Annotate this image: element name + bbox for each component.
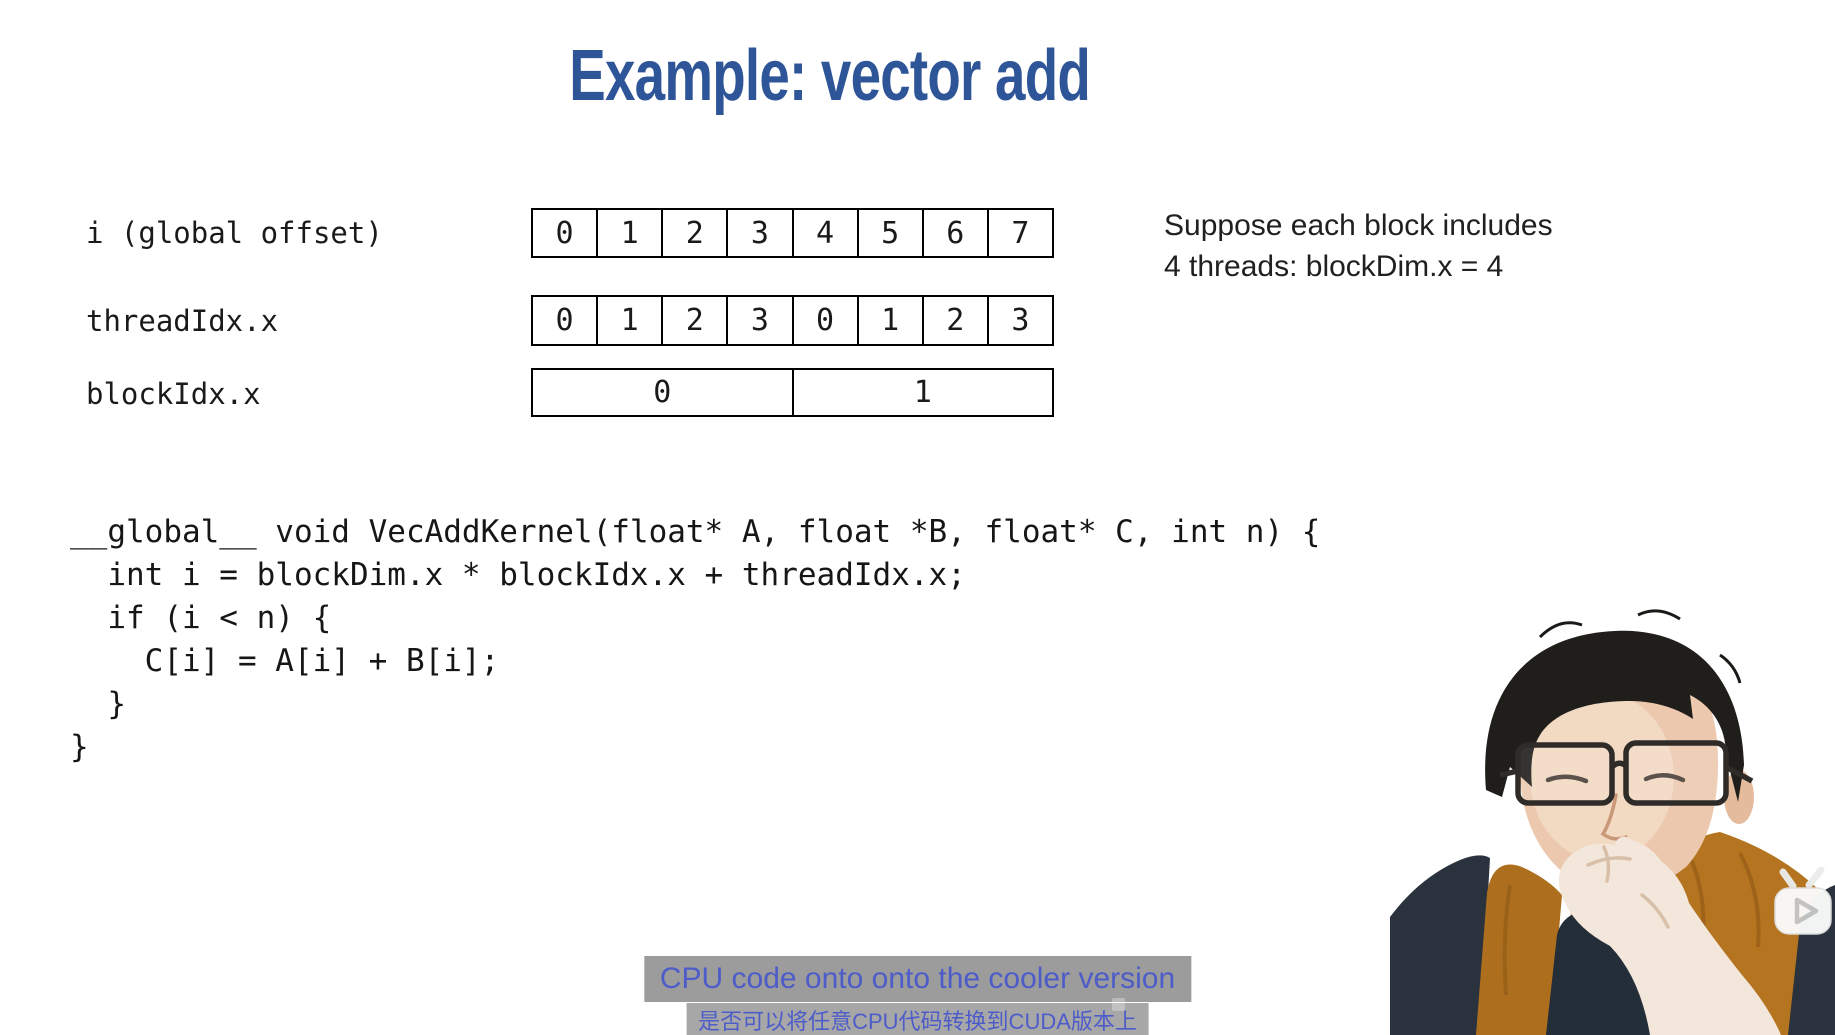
mini-player-button[interactable] xyxy=(1772,862,1834,942)
presenter-glasses xyxy=(1499,740,1754,806)
label-global-offset: i (global offset) xyxy=(86,216,383,250)
cell-threadidx: 1 xyxy=(598,297,664,344)
presenter-webcam xyxy=(1390,595,1835,1035)
cell-threadidx: 2 xyxy=(663,297,729,344)
tv-antenna-right xyxy=(1805,866,1825,889)
code-line: if (i < n) { xyxy=(70,600,332,636)
subtitle-chinese: 是否可以将任意CPU代码转换到CUDA版本上 xyxy=(686,1003,1149,1035)
cell-threadidx: 1 xyxy=(859,297,924,344)
cell-threadidx: 0 xyxy=(533,297,599,344)
face-highlight xyxy=(1530,693,1674,861)
tv-antenna-left xyxy=(1779,868,1797,890)
cell-global-offset: 3 xyxy=(728,210,794,256)
presenter-hair xyxy=(1485,630,1744,802)
tv-body xyxy=(1774,887,1832,935)
presenter-hand xyxy=(1558,836,1781,1035)
block-note: Suppose each block includes 4 threads: b… xyxy=(1164,205,1553,287)
code-line: __global__ void VecAddKernel(float* A, f… xyxy=(70,514,1321,550)
code-line: int i = blockDim.x * blockIdx.x + thread… xyxy=(70,557,966,593)
subtitle-watermark xyxy=(1112,998,1125,1011)
code-line: C[i] = A[i] + B[i]; xyxy=(70,643,500,679)
cell-global-offset: 4 xyxy=(794,210,859,256)
cell-global-offset: 1 xyxy=(598,210,664,256)
cell-global-offset: 2 xyxy=(663,210,729,256)
block-note-line2: 4 threads: blockDim.x = 4 xyxy=(1164,250,1504,283)
label-blockidx: blockIdx.x xyxy=(86,377,261,411)
cell-global-offset: 6 xyxy=(924,210,989,256)
hood-lining-left xyxy=(1476,864,1562,1035)
cell-threadidx: 3 xyxy=(728,297,794,344)
hand-creases xyxy=(1586,845,1670,929)
cell-global-offset: 7 xyxy=(1011,215,1030,251)
cell-global-offset: 5 xyxy=(859,210,924,256)
cuda-code-block: __global__ void VecAddKernel(float* A, f… xyxy=(70,511,1320,769)
cell-blockidx: 1 xyxy=(913,375,932,410)
play-triangle xyxy=(1794,897,1819,925)
cell-threadidx: 3 xyxy=(1011,303,1030,338)
cell-global-offset: 0 xyxy=(533,210,599,256)
subtitle-english-text: CPU code onto onto the cooler version xyxy=(659,962,1176,995)
code-line: } xyxy=(70,686,126,722)
presenter-illustration xyxy=(1390,595,1835,1035)
slide-title-text: Example: vector add xyxy=(569,36,1092,116)
code-line: } xyxy=(70,729,89,765)
jacket-left xyxy=(1390,855,1490,1035)
subtitle-english: CPU code onto onto the cooler version xyxy=(643,956,1192,1002)
cell-threadidx: 2 xyxy=(924,297,989,344)
presenter-eyes xyxy=(1545,773,1686,784)
label-threadidx: threadIdx.x xyxy=(86,304,279,338)
subtitle-chinese-text: 是否可以将任意CPU代码转换到CUDA版本上 xyxy=(698,1009,1137,1034)
hair-strands xyxy=(1538,609,1742,684)
slide-title: Example: vector add xyxy=(520,34,1140,118)
block-note-line1: Suppose each block includes xyxy=(1164,209,1553,242)
cell-blockidx: 0 xyxy=(533,370,794,415)
cell-threadidx: 0 xyxy=(794,297,859,344)
presenter-ear xyxy=(1724,770,1754,824)
tv-play-icon xyxy=(1774,866,1832,935)
